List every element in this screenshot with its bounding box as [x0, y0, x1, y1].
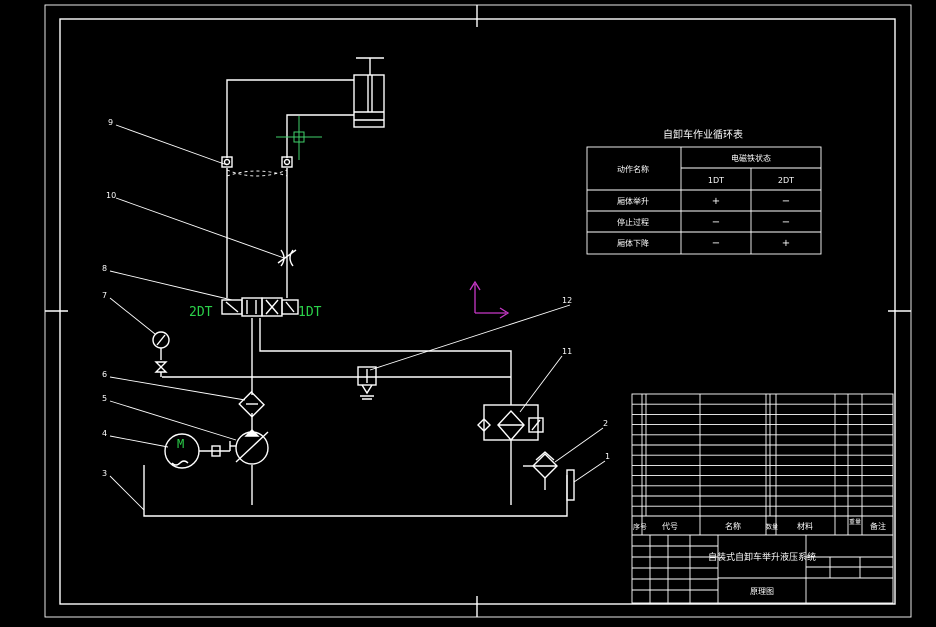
crosshair-cursor: [276, 116, 322, 160]
callout-4: 4: [102, 429, 107, 438]
oil-tank: [566, 469, 575, 501]
callout-9: 9: [108, 118, 113, 127]
cycle-row-b: −: [782, 196, 790, 207]
outer-frame: [44, 4, 912, 618]
solenoid-label-left: 2DT: [189, 305, 213, 320]
hdr-name: 名称: [725, 521, 741, 531]
filter: [238, 390, 266, 418]
hydraulic-pump: [229, 429, 269, 465]
cycle-row-a: −: [712, 238, 720, 249]
oil-filter: [523, 451, 558, 490]
cycle-table-col-b: 2DT: [778, 176, 794, 185]
cycle-row-b: +: [782, 238, 790, 249]
centering-marks: [45, 5, 911, 617]
callout-1: 1: [605, 452, 610, 461]
cycle-table-col-action: 动作名称: [617, 164, 649, 174]
ucs-cursor-icon: [469, 280, 510, 319]
hdr-weight: 重量: [849, 518, 861, 526]
cycle-row-name: 停止过程: [617, 217, 649, 227]
title-block: [631, 534, 894, 604]
cycle-table-col-group: 电磁铁状态: [731, 153, 771, 163]
directional-valve: [221, 297, 299, 317]
hdr-qty: 数量: [766, 523, 778, 531]
callout-numbers: 9 10 8 7 6 5 4 3 12 11 2 1: [102, 118, 610, 478]
callout-8: 8: [102, 264, 107, 273]
hdr-seq: 序号: [633, 522, 647, 531]
hdr-material: 材料: [797, 521, 813, 531]
relief-valve: [357, 366, 377, 400]
pressure-gauge: [152, 331, 170, 377]
callout-11: 11: [562, 347, 572, 356]
cycle-table: 自卸车作业循环表 动作名称 电磁铁状态 1DT 2DT 厢体举升 + − 停止过…: [586, 128, 822, 255]
hdr-code: 代号: [662, 521, 678, 531]
cooler: [477, 404, 544, 442]
callout-6: 6: [102, 370, 107, 379]
parts-list-header: 序号 代号 名称 数量 材料 重量 备注: [633, 518, 886, 531]
callout-5: 5: [102, 394, 107, 403]
drawing-type: 原理图: [750, 587, 774, 596]
callout-3: 3: [102, 469, 107, 478]
check-valve-left: [221, 156, 233, 168]
electric-motor: [164, 433, 230, 469]
parts-list: [631, 393, 894, 536]
cycle-row-b: −: [782, 217, 790, 228]
callout-2: 2: [603, 419, 608, 428]
cycle-table-col-a: 1DT: [708, 176, 724, 185]
motor-label: M: [177, 437, 184, 451]
cycle-table-title: 自卸车作业循环表: [663, 128, 743, 141]
callout-7: 7: [102, 291, 107, 300]
callout-10: 10: [106, 191, 116, 200]
pilot-line: [226, 169, 288, 177]
callout-leaders: [109, 124, 606, 511]
cycle-row-a: −: [712, 217, 720, 228]
solenoid-label-right: 1DT: [298, 305, 322, 320]
hydraulic-cylinder: [353, 57, 385, 128]
cycle-row-name: 厢体下降: [617, 238, 649, 248]
drawing-title: 自装式自卸车举升液压系统: [708, 551, 816, 563]
callout-12: 12: [562, 296, 572, 305]
cycle-row-name: 厢体举升: [617, 196, 649, 206]
check-valve-right: [281, 156, 293, 168]
cycle-row-a: +: [712, 196, 720, 207]
hdr-note: 备注: [870, 521, 886, 531]
